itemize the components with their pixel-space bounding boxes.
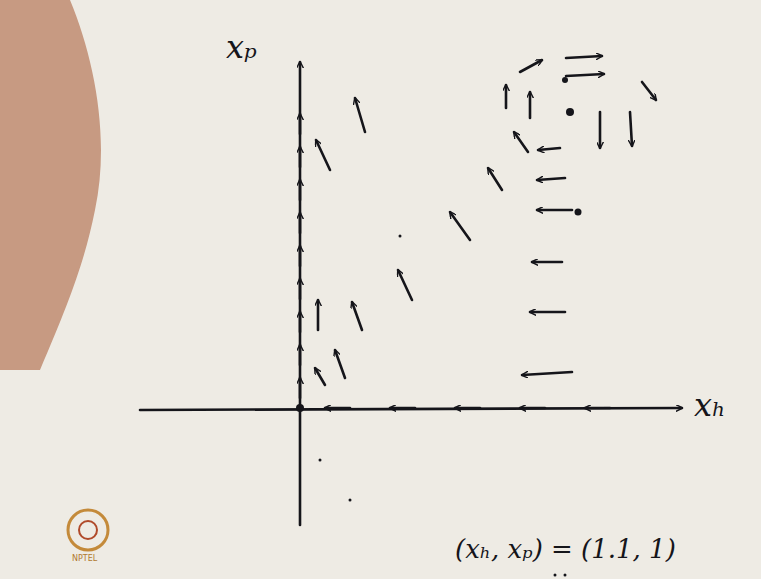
field-arrow xyxy=(532,261,562,264)
dot xyxy=(564,574,567,577)
axis-arrow xyxy=(299,213,302,233)
axis-label: xₕ xyxy=(694,388,726,423)
field-arrow xyxy=(514,132,528,152)
axis-arrow xyxy=(299,114,302,134)
field-arrow xyxy=(355,98,365,132)
axis-arrow xyxy=(299,312,302,332)
logo-core xyxy=(79,521,97,539)
field-arrow xyxy=(398,270,412,300)
y-axis xyxy=(299,62,302,525)
x-axis xyxy=(140,408,682,410)
hand xyxy=(0,0,101,370)
dot xyxy=(349,499,352,502)
axis-arrow xyxy=(299,345,302,365)
field-arrow xyxy=(335,350,345,378)
axis-arrow xyxy=(455,407,480,410)
field-arrow xyxy=(316,140,330,170)
field-arrow xyxy=(537,178,565,180)
dot xyxy=(319,459,322,462)
watermark: NPTEL xyxy=(72,555,97,564)
field-arrow xyxy=(315,368,325,385)
axis-arrow xyxy=(299,279,302,299)
field-arrow xyxy=(630,112,632,146)
dot xyxy=(554,574,557,577)
field-arrow xyxy=(317,300,320,330)
field-arrow xyxy=(642,82,656,100)
axis-arrow xyxy=(299,378,302,398)
field-arrow xyxy=(530,311,565,314)
field-arrow xyxy=(538,148,560,150)
axis-arrow xyxy=(299,147,302,167)
axis-arrow xyxy=(299,180,302,200)
field-arrow xyxy=(450,212,470,240)
field-arrow xyxy=(529,92,532,118)
axis-label: xₚ xyxy=(226,30,257,65)
dot xyxy=(575,209,582,216)
axis-arrow xyxy=(299,246,302,266)
field-arrow xyxy=(520,60,542,72)
axis-arrow xyxy=(325,407,350,410)
dot xyxy=(562,77,568,83)
fixed-point xyxy=(566,108,574,116)
field-arrow xyxy=(566,56,602,58)
axis-arrow xyxy=(390,407,415,410)
field-arrow xyxy=(537,209,572,212)
axis-arrow xyxy=(520,407,545,410)
field-arrow xyxy=(488,168,502,190)
logo-ring xyxy=(68,510,108,550)
field-arrow xyxy=(522,372,572,375)
origin-point xyxy=(296,404,304,412)
axis-arrow xyxy=(585,407,610,410)
field-arrow xyxy=(566,74,604,76)
point-annotation: (xₕ, xₚ) = (1.1, 1) xyxy=(455,535,676,564)
logo xyxy=(68,510,108,550)
field-arrow xyxy=(505,85,508,108)
field-arrow xyxy=(352,302,362,330)
field-arrow xyxy=(599,112,602,148)
field-arrows xyxy=(140,56,682,525)
dot xyxy=(399,235,402,238)
points xyxy=(296,77,582,577)
